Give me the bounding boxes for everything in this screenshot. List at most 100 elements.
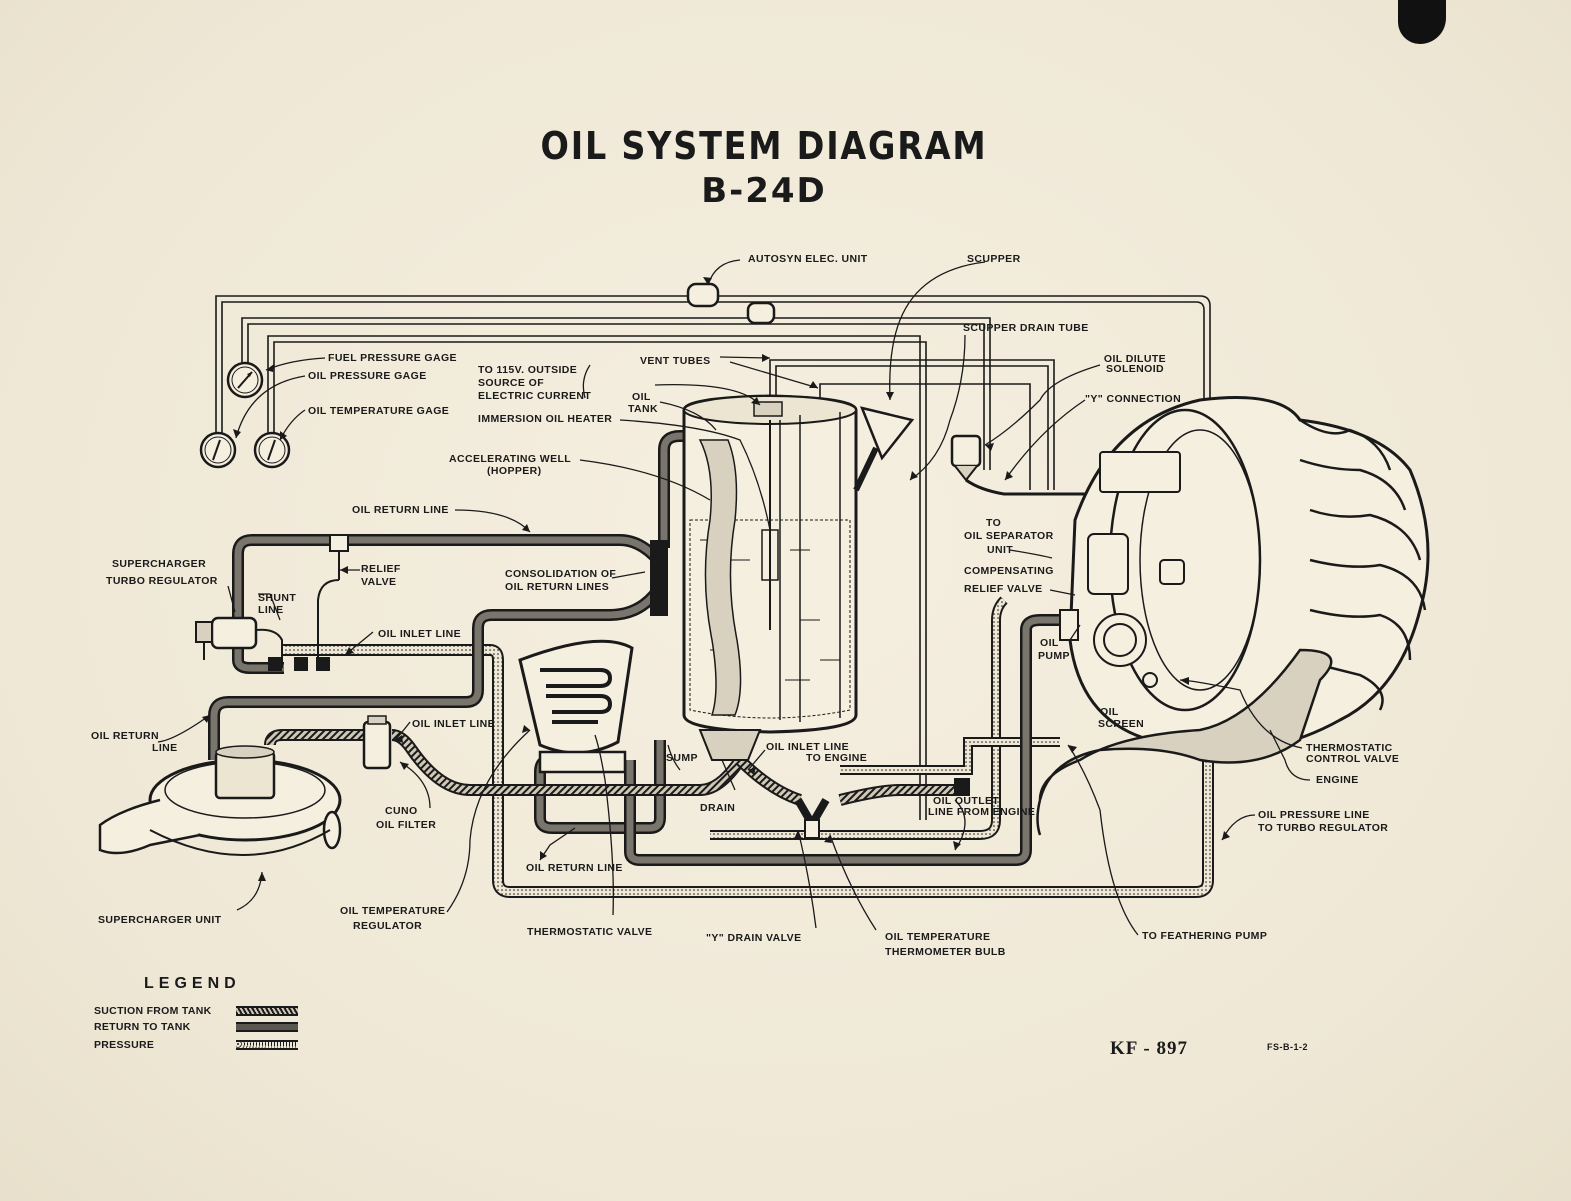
label-oil-inlet-line-1: OIL INLET LINE bbox=[378, 628, 461, 640]
label-vent-tubes: VENT TUBES bbox=[640, 355, 711, 367]
label-to-feathering-pump: TO FEATHERING PUMP bbox=[1142, 930, 1268, 942]
label-oil-inlet-to-engine-line2: TO ENGINE bbox=[806, 752, 868, 764]
oil-cooler-icon bbox=[518, 639, 634, 774]
relief-valve-icon bbox=[317, 534, 349, 660]
legend-label: SUCTION FROM TANK bbox=[94, 1005, 212, 1017]
label-oil-pump-line2: PUMP bbox=[1038, 650, 1070, 662]
label-oil-temperature-gage: OIL TEMPERATURE GAGE bbox=[308, 405, 450, 417]
label-supercharger-turbo-line2: TURBO REGULATOR bbox=[106, 575, 218, 587]
fuel-pressure-gage-icon bbox=[226, 361, 264, 399]
legend-item-suction: SUCTION FROM TANK bbox=[94, 1005, 304, 1019]
oil-pressure-gage-icon bbox=[199, 431, 237, 469]
label-y-drain-valve: "Y" DRAIN VALVE bbox=[706, 932, 802, 944]
label-to-115v-line2: SOURCE OF bbox=[478, 377, 545, 389]
title-block: OIL SYSTEM DIAGRAM B-24D bbox=[0, 122, 1528, 212]
leader-arrowheads bbox=[202, 277, 1230, 881]
label-oil-outlet-line1: OIL OUTLET bbox=[933, 795, 1000, 807]
return-swatch bbox=[236, 1022, 298, 1032]
document-number: KF - 897 bbox=[1110, 1038, 1189, 1059]
label-supercharger-unit: SUPERCHARGER UNIT bbox=[98, 914, 222, 926]
legend-title: LEGEND bbox=[144, 975, 241, 992]
turbo-regulator-icon bbox=[195, 616, 283, 668]
line-fittings bbox=[268, 540, 970, 796]
label-oil-pressure-gage: OIL PRESSURE GAGE bbox=[308, 370, 427, 382]
legend-item-pressure: PRESSURE bbox=[94, 1039, 304, 1053]
label-scupper: SCUPPER bbox=[967, 253, 1021, 265]
label-scupper-drain-tube: SCUPPER DRAIN TUBE bbox=[963, 322, 1089, 334]
oil-dilute-solenoid-icon bbox=[950, 434, 1110, 496]
label-oil-return-line-bottom: OIL RETURN LINE bbox=[526, 862, 623, 874]
label-oil-temp-regulator-line1: OIL TEMPERATURE bbox=[340, 905, 446, 917]
label-oil-tank-line1: OIL bbox=[632, 391, 651, 403]
label-shunt-line1: SHUNT bbox=[258, 592, 297, 604]
label-consolidation-line2: OIL RETURN LINES bbox=[505, 581, 610, 593]
engine-icon bbox=[1036, 396, 1430, 836]
legend-label: PRESSURE bbox=[94, 1039, 155, 1051]
label-compensating-line2: RELIEF VALVE bbox=[964, 583, 1043, 595]
label-to-115v-line3: ELECTRIC CURRENT bbox=[478, 390, 592, 402]
suction-swatch bbox=[236, 1006, 298, 1016]
label-cuno-line2: OIL FILTER bbox=[376, 819, 437, 831]
label-relief-valve-line1: RELIEF bbox=[361, 563, 401, 575]
label-accel-well-line1: ACCELERATING WELL bbox=[449, 453, 572, 465]
suction-lines bbox=[264, 729, 960, 806]
label-oil-temp-bulb-line2: THERMOMETER BULB bbox=[885, 946, 1006, 958]
label-drain: DRAIN bbox=[700, 802, 736, 814]
label-fuel-pressure-gage: FUEL PRESSURE GAGE bbox=[328, 352, 457, 364]
label-supercharger-turbo-line1: SUPERCHARGER bbox=[112, 558, 207, 570]
label-sump: SUMP bbox=[666, 752, 698, 764]
label-oil-return-left-line1: OIL RETURN bbox=[91, 730, 159, 742]
label-accel-well-line2: (HOPPER) bbox=[487, 465, 542, 477]
label-oil-tank-line2: TANK bbox=[628, 403, 658, 415]
label-oil-pressure-turbo-line2: TO TURBO REGULATOR bbox=[1258, 822, 1389, 834]
label-oil-temp-bulb-line1: OIL TEMPERATURE bbox=[885, 931, 991, 943]
label-cuno-line1: CUNO bbox=[385, 805, 418, 817]
autosyn-unit-icon bbox=[686, 282, 776, 325]
gauge-lines bbox=[215, 295, 1211, 820]
leader-lines bbox=[157, 259, 1311, 936]
supercharger-unit-icon bbox=[98, 745, 342, 856]
label-oil-temp-regulator-line2: REGULATOR bbox=[353, 920, 423, 932]
label-oil-inlet-line-2: OIL INLET LINE bbox=[412, 718, 495, 730]
label-oil-screen-line2: SCREEN bbox=[1098, 718, 1145, 730]
punch-hole bbox=[1398, 0, 1446, 44]
label-oil-dilute-line1: OIL DILUTE bbox=[1103, 353, 1167, 365]
return-lines bbox=[208, 430, 1070, 866]
label-shunt-line2: LINE bbox=[258, 604, 284, 616]
label-oil-return-line-top: OIL RETURN LINE bbox=[352, 504, 449, 516]
label-autosyn: AUTOSYN ELEC. UNIT bbox=[748, 253, 868, 265]
sump-icon bbox=[698, 729, 762, 761]
label-thermostatic-valve: THERMOSTATIC VALVE bbox=[527, 926, 653, 938]
label-to-oil-sep-line1: TO bbox=[986, 517, 1002, 529]
label-oil-screen-line1: OIL bbox=[1100, 706, 1119, 718]
label-y-connection: "Y" CONNECTION bbox=[1085, 393, 1182, 405]
legend-label: RETURN TO TANK bbox=[94, 1021, 191, 1033]
label-engine: ENGINE bbox=[1316, 774, 1359, 786]
label-oil-dilute-line2: SOLENOID bbox=[1105, 363, 1165, 375]
y-drain-valve-icon bbox=[794, 797, 830, 839]
label-oil-inlet-to-engine-line1: OIL INLET LINE bbox=[766, 741, 849, 753]
label-to-115v-line1: TO 115V. OUTSIDE bbox=[478, 364, 578, 376]
oil-temperature-gage-icon bbox=[253, 431, 291, 469]
label-oil-pump-line1: OIL bbox=[1040, 637, 1059, 649]
cuno-filter-icon bbox=[362, 715, 392, 770]
label-oil-outlet-line2: LINE FROM ENGINE bbox=[928, 806, 1036, 818]
legend-item-return: RETURN TO TANK bbox=[94, 1021, 304, 1035]
scupper-icon bbox=[853, 406, 915, 492]
label-oil-pressure-turbo-line1: OIL PRESSURE LINE bbox=[1258, 809, 1370, 821]
pressure-swatch bbox=[236, 1040, 298, 1050]
form-number: FS-B-1-2 bbox=[1267, 1042, 1309, 1052]
label-to-oil-sep-line3: UNIT bbox=[987, 544, 1014, 556]
label-consolidation-line1: CONSOLIDATION OF bbox=[505, 568, 617, 580]
label-thermostatic-control-line1: THERMOSTATIC bbox=[1306, 742, 1393, 754]
label-to-oil-sep-line2: OIL SEPARATOR bbox=[964, 530, 1054, 542]
label-compensating-line1: COMPENSATING bbox=[964, 565, 1054, 577]
label-thermostatic-control-line2: CONTROL VALVE bbox=[1306, 753, 1400, 765]
label-oil-return-left-line2: LINE bbox=[152, 742, 178, 754]
diagram-title: OIL SYSTEM DIAGRAM bbox=[540, 124, 988, 168]
label-relief-valve-line2: VALVE bbox=[361, 576, 397, 588]
diagram-subtitle: B-24D bbox=[701, 171, 827, 211]
label-immersion-heater: IMMERSION OIL HEATER bbox=[478, 413, 613, 425]
oil-tank-icon bbox=[682, 394, 858, 734]
